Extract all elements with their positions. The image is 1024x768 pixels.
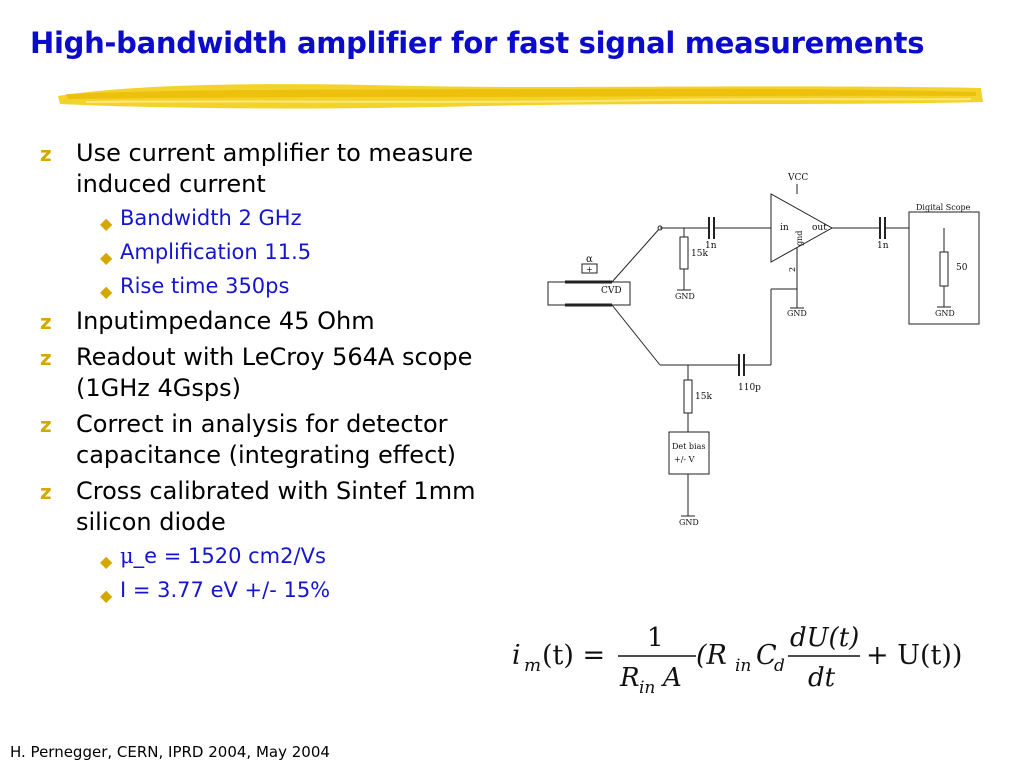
resistor-r1	[679, 236, 689, 270]
bias-label-1: Det bias	[672, 442, 705, 451]
detector-label: CVD	[601, 286, 622, 296]
resistor-r2	[683, 379, 693, 414]
mu-symbol: μ	[120, 544, 134, 568]
gnd-label: GND	[935, 309, 955, 318]
diamond-icon: ◆	[100, 586, 113, 605]
sub-text: Bandwidth 2 GHz	[120, 206, 302, 230]
bullet-text: Inputimpedance 45 Ohm	[76, 307, 375, 335]
formula-frac-den-r: R	[619, 663, 640, 693]
diamond-icon: ◆	[100, 552, 113, 571]
formula-frac-num: 1	[647, 623, 664, 653]
formula-frac-den-a: A	[661, 663, 682, 693]
sub-list: ◆ Bandwidth 2 GHz ◆ Amplification 11.5 ◆ Ri…	[100, 203, 530, 301]
title-underline-brush	[58, 84, 983, 109]
amplifier-circuit-diagram: CVD α + 1n 15k GND VCC in out gnd 2 GND …	[547, 173, 980, 527]
formula-open: (R	[696, 640, 727, 671]
gnd-label: GND	[675, 292, 695, 301]
formula-c-sub: d	[774, 656, 785, 676]
cap2-label: 1n	[877, 241, 889, 251]
cap-bias-label: 110p	[738, 383, 761, 393]
bullet-glyph: z	[40, 480, 52, 504]
formula-lhs-arg: (t) =	[542, 640, 605, 671]
sub-text: Amplification 11.5	[120, 240, 312, 264]
diamond-icon: ◆	[100, 248, 113, 267]
amplifier-triangle	[770, 193, 834, 263]
bullet-item: z Inputimpedance 45 Ohm	[40, 306, 530, 337]
r1-label: 15k	[691, 249, 708, 259]
gnd-label: GND	[787, 309, 807, 318]
bullet-item: z Cross calibrated with Sintef 1mm silic…	[40, 476, 530, 605]
formula-rin-sub: in	[735, 656, 751, 676]
slide-title: High-bandwidth amplifier for fast signal…	[30, 26, 925, 60]
bullet-glyph: z	[40, 310, 52, 334]
slide-footer: H. Pernegger, CERN, IPRD 2004, May 2004	[10, 743, 330, 761]
bullet-item: z Use current amplifier to measure induc…	[40, 138, 530, 301]
formula-lhs-i: i	[512, 640, 521, 671]
sub-item: ◆ μ_e = 1520 cm2/Vs	[100, 541, 530, 571]
formula-frac-den-sub: in	[639, 678, 655, 698]
bullet-list: z Use current amplifier to measure induc…	[40, 138, 530, 610]
formula-c: C	[756, 640, 777, 671]
formula-deriv-den: dt	[808, 663, 836, 693]
formula-deriv-num: dU(t)	[790, 623, 859, 653]
source-plus-label: +	[586, 265, 593, 274]
diamond-icon: ◆	[100, 282, 113, 301]
det-bias-box	[668, 431, 710, 475]
vcc-label: VCC	[787, 173, 808, 183]
scope-title: Digital Scope	[916, 203, 971, 212]
bullet-item: z Correct in analysis for detector capac…	[40, 409, 530, 471]
bullet-text: Use current amplifier to measure induced…	[76, 139, 474, 198]
alpha-label: α	[586, 254, 593, 265]
formula-tail: + U(t))	[866, 640, 962, 671]
sub-text: Rise time 350ps	[120, 274, 290, 298]
wire-detector-top	[611, 227, 661, 283]
formula-lhs-sub: m	[524, 655, 541, 676]
r2-label: 15k	[695, 392, 712, 402]
sub-item: ◆ Bandwidth 2 GHz	[100, 203, 530, 233]
sub-item: ◆ I = 3.77 eV +/- 15%	[100, 575, 530, 605]
cap1-label: 1n	[705, 241, 717, 251]
sub-list: ◆ μ_e = 1520 cm2/Vs ◆ I = 3.77 eV +/- 15%	[100, 541, 530, 605]
bullet-text: Readout with LeCroy 564A scope (1GHz 4Gs…	[76, 343, 473, 402]
sub-text: _e = 1520 cm2/Vs	[133, 544, 326, 568]
amp-in-label: in	[780, 223, 789, 233]
gnd-label: GND	[679, 518, 699, 527]
sub-item: ◆ Rise time 350ps	[100, 271, 530, 301]
sub-item: ◆ Amplification 11.5	[100, 237, 530, 267]
amp-out-label: out	[812, 223, 827, 233]
resistor-scope	[939, 251, 949, 287]
bullet-text: Cross calibrated with Sintef 1mm silicon…	[76, 477, 476, 536]
amp-pin-label: 2	[788, 267, 797, 272]
wire-detector-bottom	[611, 304, 661, 366]
sub-text: I = 3.77 eV +/- 15%	[120, 578, 331, 602]
diamond-icon: ◆	[100, 214, 113, 233]
bias-label-2: +/- V	[674, 455, 695, 464]
bullet-glyph: z	[40, 142, 52, 166]
alpha-source-box	[581, 263, 598, 274]
current-formula: i m (t) = 1 R in A (R in C d dU(t) dt + …	[512, 623, 962, 698]
amp-gnd-label: gnd	[795, 231, 804, 246]
bullet-text: Correct in analysis for detector capacit…	[76, 410, 457, 469]
bullet-glyph: z	[40, 346, 52, 370]
bullet-item: z Readout with LeCroy 564A scope (1GHz 4…	[40, 342, 530, 404]
bullet-glyph: z	[40, 413, 52, 437]
scope-r-label: 50	[956, 263, 968, 273]
